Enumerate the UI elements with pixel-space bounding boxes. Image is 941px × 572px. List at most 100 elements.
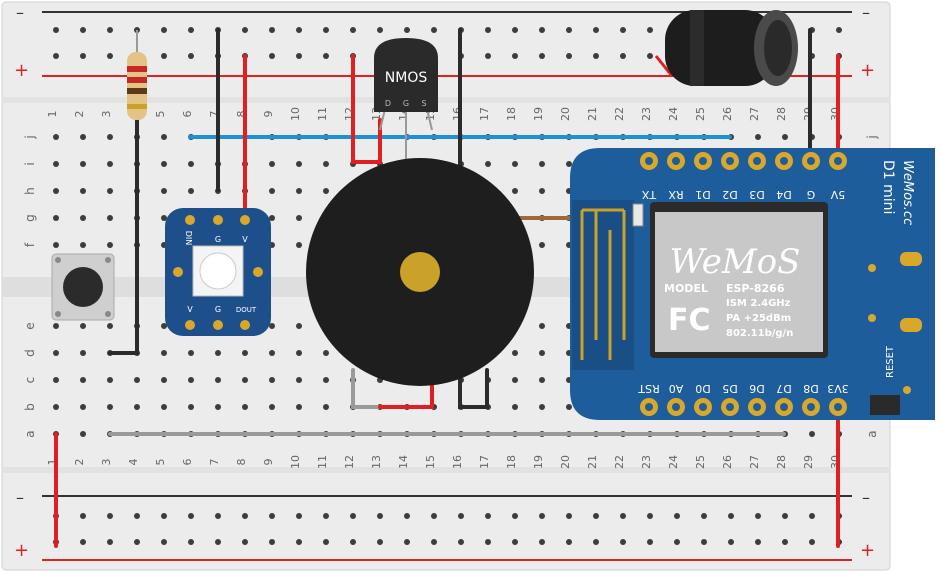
- column-number: 2: [73, 111, 86, 118]
- rail-hole: [296, 513, 302, 519]
- column-number: 21: [586, 455, 599, 469]
- rail-hole: [512, 539, 518, 545]
- breadboard-hole: [215, 404, 221, 410]
- breadboard-hole: [539, 377, 545, 383]
- wemos-top-pin-label: G: [807, 188, 816, 201]
- column-number: 7: [208, 111, 221, 118]
- column-number: 10: [289, 107, 302, 121]
- breadboard-hole: [161, 404, 167, 410]
- rail-hole: [80, 539, 86, 545]
- row-letter: h: [23, 187, 37, 195]
- rail-hole: [566, 539, 572, 545]
- module-model-value: ESP-8266: [726, 282, 785, 295]
- transistor-label: NMOS: [385, 70, 428, 86]
- column-number: 14: [397, 455, 410, 469]
- rail-minus-label: –: [862, 3, 870, 22]
- row-letter: i: [23, 162, 37, 165]
- column-number: 9: [262, 111, 275, 118]
- wemos-pin-hole: [807, 157, 815, 165]
- breadboard-hole: [53, 404, 59, 410]
- rail-hole: [188, 27, 194, 33]
- rail-plus-label: +: [14, 60, 29, 81]
- rail-hole: [620, 53, 626, 59]
- wemos-pin-hole: [753, 403, 761, 411]
- rail-hole: [404, 513, 410, 519]
- breadboard-hole: [539, 161, 545, 167]
- wemos-pin-hole: [699, 157, 707, 165]
- column-number: 26: [721, 455, 734, 469]
- column-number: 28: [775, 455, 788, 469]
- breadboard-hole: [161, 323, 167, 329]
- rail-hole: [161, 53, 167, 59]
- wemos-pin-hole: [834, 403, 842, 411]
- piezo-buzzer: [306, 158, 534, 386]
- wemos-bottom-pin-label: D8: [803, 382, 818, 395]
- breadboard-hole: [269, 404, 275, 410]
- rail-hole: [107, 53, 113, 59]
- column-number: 27: [748, 107, 761, 121]
- rail-hole: [782, 539, 788, 545]
- breadboard-hole: [188, 161, 194, 167]
- row-letter: b: [23, 403, 37, 411]
- column-number: 12: [343, 455, 356, 469]
- row-letter: a: [865, 430, 879, 437]
- wemos-pin-hole: [645, 157, 653, 165]
- rail-hole: [539, 513, 545, 519]
- wemos-bottom-pin-label: RST: [638, 382, 660, 395]
- breadboard-hole: [80, 134, 86, 140]
- wemos-top-pin-label: 5V: [830, 188, 845, 201]
- row-letter: j: [23, 135, 37, 139]
- column-number: 22: [613, 455, 626, 469]
- red-wire-transistor-drain: [351, 54, 382, 164]
- breadboard-hole: [512, 404, 518, 410]
- column-number: 25: [694, 455, 707, 469]
- breadboard-hole: [161, 377, 167, 383]
- breadboard-hole: [80, 188, 86, 194]
- rail-hole: [539, 27, 545, 33]
- rail-hole: [647, 53, 653, 59]
- breadboard-hole: [161, 350, 167, 356]
- wemos-pin-hole: [672, 403, 680, 411]
- rail-hole: [620, 539, 626, 545]
- rail-hole: [323, 513, 329, 519]
- breadboard-hole: [566, 404, 572, 410]
- column-number: 13: [370, 455, 383, 469]
- column-number: 5: [154, 111, 167, 118]
- column-number: 26: [721, 107, 734, 121]
- breadboard-hole: [80, 323, 86, 329]
- rail-hole: [53, 27, 59, 33]
- breadboard-hole: [53, 188, 59, 194]
- rail-hole: [377, 513, 383, 519]
- wemos-pin-hole: [753, 157, 761, 165]
- wemos-top-pin-label: D2: [722, 188, 737, 201]
- breadboard-hole: [269, 377, 275, 383]
- reset-label: RESET: [885, 345, 896, 378]
- breadboard-hole: [161, 215, 167, 221]
- breadboard-hole: [107, 215, 113, 221]
- breadboard-hole: [296, 377, 302, 383]
- column-number: 2: [73, 459, 86, 466]
- breadboard-hole: [323, 377, 329, 383]
- column-number: 23: [640, 455, 653, 469]
- breadboard-hole: [53, 134, 59, 140]
- rail-hole: [350, 27, 356, 33]
- column-number: 16: [451, 107, 464, 121]
- wemos-bottom-pin-label: D6: [749, 382, 764, 395]
- rail-hole: [350, 539, 356, 545]
- rail-hole: [431, 27, 437, 33]
- rail-hole: [377, 539, 383, 545]
- rail-hole: [269, 513, 275, 519]
- breadboard-hole: [107, 161, 113, 167]
- wires: [54, 28, 840, 548]
- wemos-pin-hole: [780, 403, 788, 411]
- led-pin-g-top: G: [215, 235, 221, 244]
- breadboard-hole: [53, 215, 59, 221]
- wemos-pin-hole: [807, 403, 815, 411]
- rail-hole: [431, 513, 437, 519]
- led-pin-g-bottom: G: [215, 305, 221, 314]
- breadboard-hole: [134, 377, 140, 383]
- module-spec-ism: ISM 2.4GHz: [726, 298, 791, 309]
- breadboard-hole: [188, 350, 194, 356]
- breadboard-hole: [107, 404, 113, 410]
- rail-hole: [80, 27, 86, 33]
